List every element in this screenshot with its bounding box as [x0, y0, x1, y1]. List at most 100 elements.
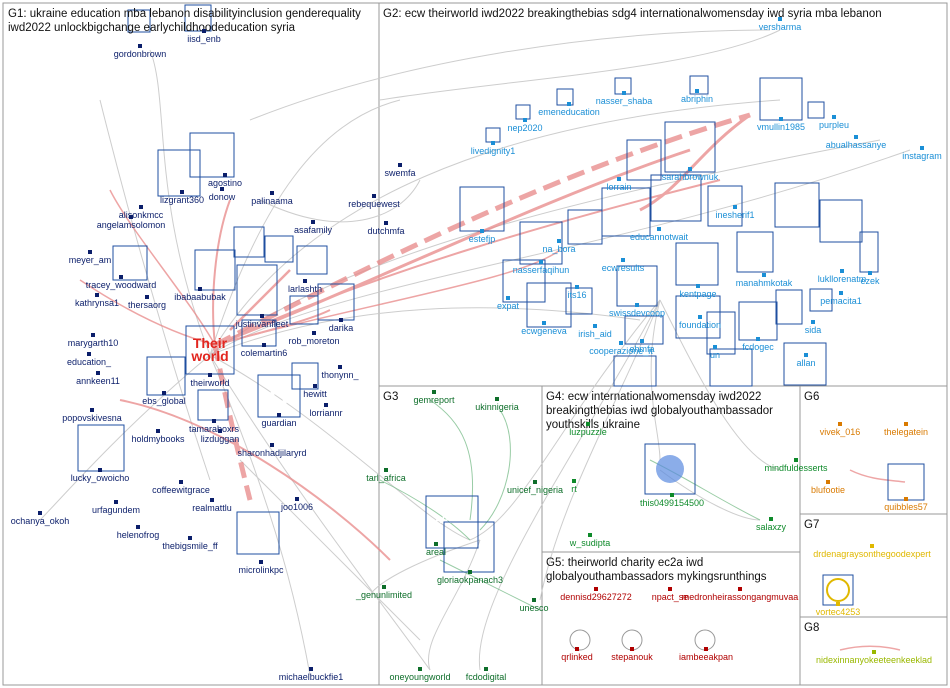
- node-image: [887, 463, 925, 501]
- node-label-darika: darika: [329, 323, 354, 333]
- node-marker: [324, 403, 328, 407]
- node-marker: [434, 542, 438, 546]
- node-label-allan: allan: [796, 358, 815, 368]
- node-label-angelamsolomon: angelamsolomon: [97, 220, 166, 230]
- node-marker: [588, 533, 592, 537]
- node-label-dutchmfa: dutchmfa: [367, 226, 404, 236]
- node-image: [675, 295, 721, 339]
- node-label-larlashth: larlashth: [288, 284, 322, 294]
- node-marker: [312, 331, 316, 335]
- group-title-g2: G2: ecw theirworld iwd2022 breakingthebi…: [383, 8, 882, 20]
- node-marker: [295, 497, 299, 501]
- svg-text:UNFPA: UNFPA: [711, 363, 752, 377]
- node-label-joo1006: joo1006: [280, 502, 313, 512]
- node-label-medronheirassongangmuvaa: medronheirassongangmuvaa: [682, 592, 799, 602]
- node-marker: [832, 115, 836, 119]
- node-marker: [698, 315, 702, 319]
- node-label-realmattlu: realmattlu: [192, 503, 232, 513]
- node-marker: [594, 587, 598, 591]
- node-marker: [593, 324, 597, 328]
- node-image: [289, 295, 319, 325]
- node-marker: [567, 102, 571, 106]
- node-label-hewitt: hewitt: [303, 389, 327, 399]
- node-label-emeneducation: emeneducation: [538, 107, 600, 117]
- node-marker: [904, 422, 908, 426]
- node-label-ecwresults: ecwresults: [602, 263, 645, 273]
- node-marker: [259, 560, 263, 564]
- node-marker: [339, 318, 343, 322]
- node-marker: [870, 544, 874, 548]
- node-label-rt: rt: [571, 484, 577, 494]
- node-label-theirworld: theirworld: [190, 378, 229, 388]
- g1-nodes: Their world G: [77, 4, 355, 555]
- node-marker: [270, 191, 274, 195]
- node-marker: [88, 250, 92, 254]
- node-label-michaelbuckfie1: michaelbuckfie1: [279, 672, 344, 682]
- g3-g4-nodes: AREAL: [425, 443, 696, 573]
- node-marker: [262, 343, 266, 347]
- node-label-blufootie: blufootie: [811, 485, 845, 495]
- node-marker: [198, 287, 202, 291]
- panel-g8: [799, 616, 948, 686]
- group-title-g3: G3: [383, 391, 398, 403]
- node-marker: [270, 443, 274, 447]
- node-label-nasserfaqihun: nasserfaqihun: [513, 265, 570, 275]
- node-marker: [794, 458, 798, 462]
- group-title-g8: G8: [804, 622, 819, 634]
- group-title-g4: breakingthebias iwd globalyouthambassado…: [546, 405, 773, 417]
- un-logo: [706, 311, 736, 355]
- node-marker: [98, 468, 102, 472]
- node-marker: [260, 314, 264, 318]
- node-image: [707, 185, 743, 227]
- node-image: [112, 245, 148, 281]
- node-image: [738, 301, 778, 341]
- group-title-g6: G6: [804, 391, 819, 403]
- node-marker: [156, 429, 160, 433]
- node-label-annkeen11: annkeen11: [76, 376, 120, 386]
- node-marker: [523, 118, 527, 122]
- node-marker: [769, 517, 773, 521]
- node-label-asafamily: asafamily: [294, 225, 333, 235]
- node-label-oneyoungworld: oneyoungworld: [389, 672, 450, 682]
- node-label-purpleu: purpleu: [819, 120, 849, 130]
- node-label-tamaraboxrs: tamaraboxrs: [189, 424, 240, 434]
- node-marker: [839, 291, 843, 295]
- node-marker: [635, 303, 639, 307]
- node-marker: [220, 187, 224, 191]
- node-image: [626, 139, 662, 181]
- node-label-lukllorenatm: lukllorenatm: [818, 274, 867, 284]
- node-label-estefjp: estefjp: [469, 234, 496, 244]
- node-image: [775, 289, 803, 325]
- node-marker: [619, 341, 623, 345]
- node-label-rebequewest: rebequewest: [348, 199, 400, 209]
- node-marker: [129, 215, 133, 219]
- node-label-manahmkotak: manahmkotak: [736, 278, 793, 288]
- node-label-fcdogec: fcdogec: [742, 342, 774, 352]
- node-label-abriphin: abriphin: [681, 94, 713, 104]
- node-marker: [223, 173, 227, 177]
- node-label-ochanya-okoh: ochanya_okoh: [11, 516, 70, 526]
- node-marker: [704, 647, 708, 651]
- node-marker: [491, 141, 495, 145]
- node-label-thelegatein: thelegatein: [884, 427, 928, 437]
- node-image: [859, 231, 879, 273]
- node-marker: [904, 497, 908, 501]
- node-marker: [480, 229, 484, 233]
- node-marker: [826, 480, 830, 484]
- node-marker: [695, 89, 699, 93]
- node-label-thersaorg: thersaorg: [128, 300, 166, 310]
- node-label-rob-moreton: rob_moreton: [288, 336, 339, 346]
- node-label-livedignity1: livedignity1: [471, 146, 516, 156]
- node-marker: [738, 587, 742, 591]
- node-marker: [688, 167, 692, 171]
- group-title-g7: G7: [804, 519, 819, 531]
- node-label-nasser-shaba: nasser_shaba: [596, 96, 653, 106]
- node-image: [502, 259, 546, 303]
- microlink-logo: [236, 511, 280, 555]
- node-label-alisonkmcc: alisonkmcc: [119, 210, 164, 220]
- node-image: [809, 288, 833, 312]
- node-marker: [804, 353, 808, 357]
- node-label--genunlimited: _genunlimited: [355, 590, 412, 600]
- node-marker: [218, 429, 222, 433]
- node-image: [77, 424, 125, 472]
